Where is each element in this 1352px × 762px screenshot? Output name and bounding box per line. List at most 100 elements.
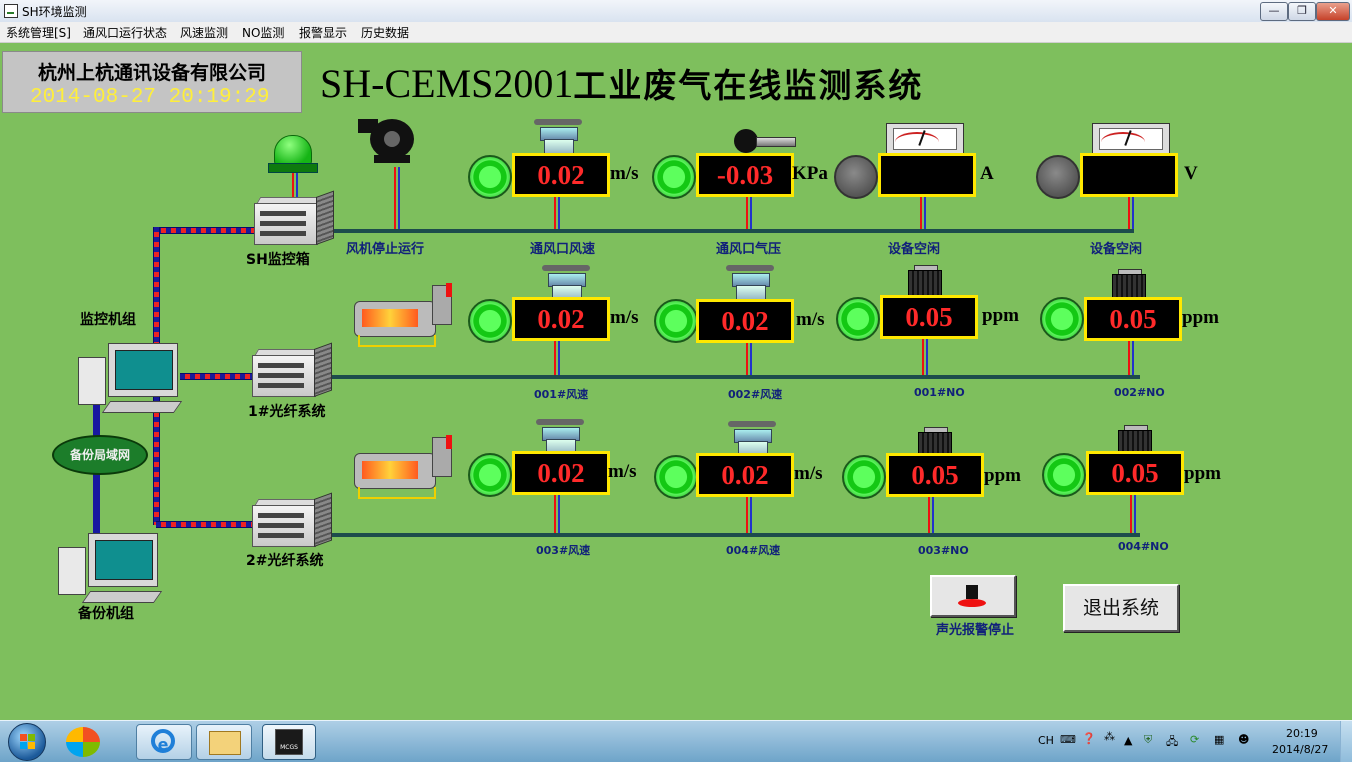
row1-ch4-status-led [1036,155,1080,199]
row1-ch2-display: -0.03 [696,153,794,197]
menu-system[interactable]: 系统管理[S] [6,26,71,40]
no-probe-icon [906,265,944,296]
fan-icon [358,115,422,167]
language-indicator[interactable]: CH [1038,734,1054,747]
row3-ch1-display: 0.02 [512,451,610,495]
row2-ch4-unit: ppm [1182,307,1219,328]
monitor-computer-icon [78,339,188,417]
backup-computer-icon [58,529,168,607]
row1-ch2-status-led [652,155,696,199]
row3-ch1-label: 003#风速 [536,544,591,557]
row3-ch4-display: 0.05 [1086,451,1184,495]
boiler-2-icon [350,435,460,501]
row1-ch1-status-led [468,155,512,199]
menu-bar: 系统管理[S] 通风口运行状态 风速监测 NO监测 报警显示 历史数据 [0,22,1352,43]
mcgs-icon: MCGS [275,729,303,755]
alarm-stop-label: 声光报警停止 [936,623,1015,638]
start-button[interactable] [8,723,46,761]
sh-box-icon [254,190,334,245]
window-title: SH环境监测 [22,5,87,19]
help-icon[interactable]: ❓ [1082,732,1096,745]
system-title-prefix: SH-CEMS2001 [320,61,574,106]
row2-ch4-status-led [1040,297,1084,341]
row1-ch3-unit: A [980,163,994,184]
update-icon[interactable]: ⟳ [1190,733,1200,746]
row2-ch2-status-led [654,299,698,343]
row3-ch2-unit: m/s [794,463,823,484]
row3-ch4-status-led [1042,453,1086,497]
show-desktop-button[interactable] [1340,721,1352,762]
tray-app-icon[interactable]: ▦ [1214,733,1225,746]
keyboard-icon[interactable]: ⌨ [1060,733,1076,746]
taskbar: e MCGS CH ⌨ ❓ ⁂ ▲ ⛨ 🖧 ⟳ ▦ ☻ 20:19 2014/8… [0,720,1352,762]
row1-ch4-unit: V [1184,163,1198,184]
apps-icon[interactable] [66,727,100,757]
row2-ch2-label: 002#风速 [728,388,783,401]
row2-ch4-label: 002#NO [1114,386,1165,399]
clock-time[interactable]: 20:19 [1286,727,1318,740]
company-box: 杭州上杭通讯设备有限公司 2014-08-27 20:19:29 [2,51,302,113]
taskbar-explorer-button[interactable] [196,724,252,760]
fan-status-label: 风机停止运行 [346,242,425,257]
row1-ch1-unit: m/s [610,163,639,184]
minimize-button[interactable]: — [1260,2,1288,21]
taskbar-ie-button[interactable]: e [136,724,192,760]
network-link-fiber1 [180,373,252,380]
window-title-bar: SH环境监测 — ❐ ✕ [0,0,1352,23]
menu-vent-status[interactable]: 通风口运行状态 [83,26,168,40]
show-hidden-icons[interactable]: ▲ [1124,734,1133,747]
menu-alarm[interactable]: 报警显示 [299,26,348,40]
system-title-cn: 工业废气在线监测系统 [573,66,924,105]
network-link-top [156,227,254,234]
row2-ch4-display: 0.05 [1084,297,1182,341]
alarm-beacon-icon [266,135,318,181]
alarm-stop-button[interactable] [930,575,1016,617]
row3-ch4-unit: ppm [1184,463,1221,484]
fiber2-server-icon [252,492,332,547]
fiber2-label: 2#光纤系统 [246,553,324,569]
alarm-button-icon [966,585,978,599]
row2-ch3-label: 001#NO [914,386,965,399]
backup-group-label: 备份机组 [78,606,134,622]
fiber1-server-icon [252,342,332,397]
menu-history[interactable]: 历史数据 [361,26,410,40]
close-button[interactable]: ✕ [1316,2,1350,21]
row2-ch2-unit: m/s [796,309,825,330]
backup-lan-label: 备份局域网 [69,448,130,462]
row1-ch2-label: 通风口气压 [716,242,782,257]
row3-ch1-unit: m/s [608,461,637,482]
bus-line-2 [330,375,1140,379]
row3-ch2-status-led [654,455,698,499]
security-icon[interactable]: ⛨ [1144,733,1153,746]
row3-ch3-label: 003#NO [918,544,969,557]
network-link-fiber2 [156,521,252,528]
maximize-button[interactable]: ❐ [1288,2,1316,21]
ime-options-icon[interactable]: ⁂ [1104,730,1115,743]
no-probe-icon [1110,269,1148,300]
folder-icon [209,731,241,755]
row2-ch1-display: 0.02 [512,297,610,341]
pressure-sensor-icon [730,123,796,159]
network-icon[interactable]: 🖧 [1166,735,1179,748]
menu-wind-speed[interactable]: 风速监测 [180,26,229,40]
clock-date[interactable]: 2014/8/27 [1272,743,1329,756]
row3-ch3-unit: ppm [984,465,1021,486]
row2-ch3-display: 0.05 [880,295,978,339]
row2-ch3-status-led [836,297,880,341]
taskbar-mcgs-button[interactable]: MCGS [262,724,316,760]
exit-system-button[interactable]: 退出系统 [1063,584,1179,632]
app-icon [4,4,18,18]
row3-ch3-display: 0.05 [886,453,984,497]
row2-ch2-display: 0.02 [696,299,794,343]
row2-ch1-label: 001#风速 [534,388,589,401]
bus-line-1 [332,229,1134,233]
backup-lan-node: 备份局域网 [52,435,148,475]
menu-no[interactable]: NO监测 [242,26,285,40]
row3-ch4-label: 004#NO [1118,540,1169,553]
row3-ch1-status-led [468,453,512,497]
qq-icon[interactable]: ☻ [1238,733,1250,746]
row2-ch3-unit: ppm [982,305,1019,326]
row1-ch3-label: 设备空闲 [888,242,941,257]
row1-ch4-label: 设备空闲 [1090,242,1143,257]
ie-icon: e [151,729,175,754]
